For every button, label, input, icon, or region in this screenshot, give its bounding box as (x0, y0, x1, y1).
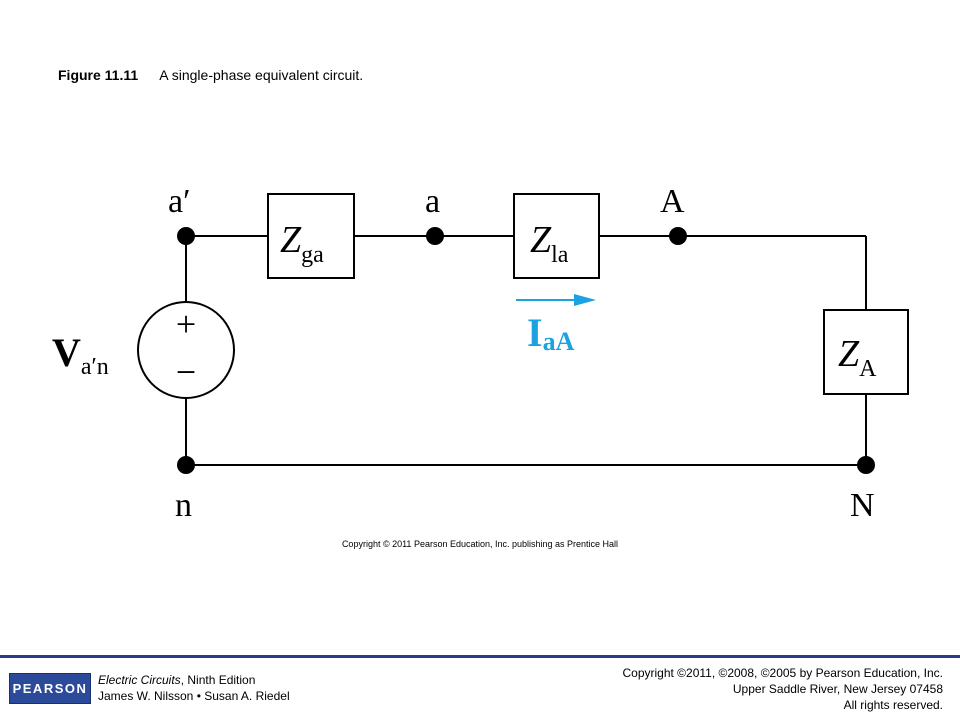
label-zla: Zla (530, 219, 569, 268)
node-n (177, 456, 195, 474)
label-a-prime: a′ (168, 183, 191, 220)
footer-rule (0, 655, 960, 658)
current-arrow (516, 294, 596, 306)
node-a (426, 227, 444, 245)
book-title: Electric Circuits (98, 673, 181, 687)
copyright-line-2: Upper Saddle River, New Jersey 07458 (732, 682, 943, 696)
label-N: N (850, 487, 875, 524)
node-N (857, 456, 875, 474)
pearson-logo: PEARSON (9, 673, 91, 704)
impedance-box-zla (513, 193, 600, 279)
label-n: n (175, 487, 192, 524)
node-a-prime (177, 227, 195, 245)
source-minus-sign: − (176, 352, 196, 392)
label-a: a (425, 183, 440, 220)
circuit-diagram: + − a′ a A n N Zga Zla ZA Va′n IaA Copyr… (52, 183, 909, 549)
label-za: ZA (838, 333, 877, 382)
label-source-voltage: Va′n (52, 330, 109, 380)
voltage-source (137, 301, 235, 399)
label-A: A (660, 183, 685, 220)
figure-title: A single-phase equivalent circuit. (159, 67, 364, 83)
figure-number: Figure 11.11 (58, 67, 139, 83)
diagram-copyright: Copyright © 2011 Pearson Education, Inc.… (342, 539, 618, 549)
impedance-box-zga (267, 193, 355, 279)
copyright-line-1: Copyright ©2011, ©2008, ©2005 by Pearson… (622, 666, 943, 680)
copyright-line-3: All rights reserved. (843, 698, 943, 712)
figure-caption: Figure 11.11 A single-phase equivalent c… (58, 67, 363, 83)
book-edition: , Ninth Edition (180, 673, 256, 687)
node-A (669, 227, 687, 245)
book-authors: James W. Nilsson • Susan A. Riedel (98, 689, 290, 703)
source-plus-sign: + (176, 304, 196, 344)
book-info: Electric Circuits, Ninth Edition James W… (98, 672, 290, 704)
copyright-block: Copyright ©2011, ©2008, ©2005 by Pearson… (622, 665, 943, 713)
impedance-box-za (823, 309, 909, 395)
label-zga: Zga (280, 219, 324, 268)
label-current: IaA (527, 310, 575, 356)
